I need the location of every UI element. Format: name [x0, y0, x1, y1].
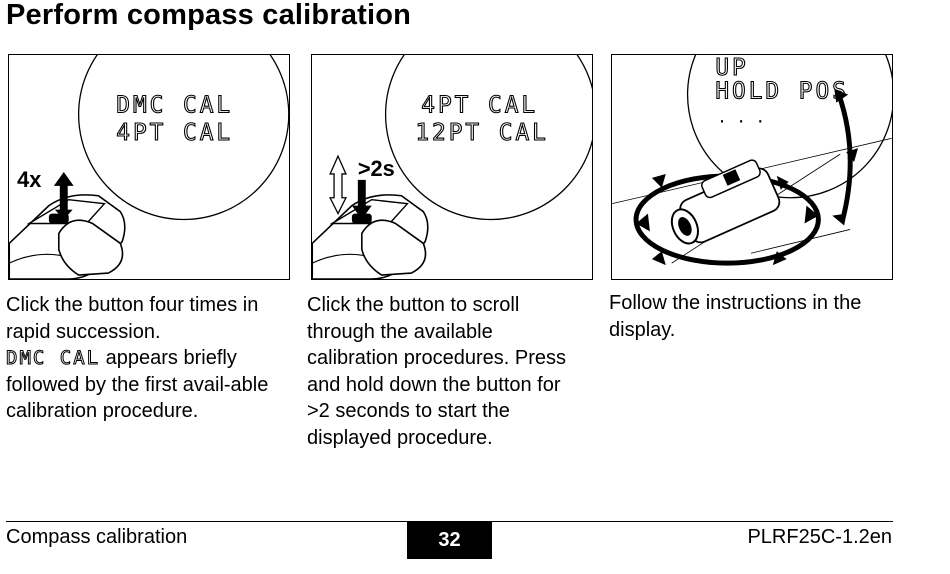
rotate-device-illustration: UP HOLD POS . . . — [612, 55, 892, 266]
step-2-illustration: 4PT CAL 12PT CAL >2s — [311, 54, 593, 280]
device-hold-2s-illustration: 4PT CAL 12PT CAL >2s — [312, 55, 592, 279]
lcd-line-2: HOLD POS — [715, 79, 849, 105]
footer-section-title: Compass calibration — [6, 526, 188, 548]
hold-duration-label: >2s — [358, 156, 395, 181]
step-2-description: Click the button to scroll through the a… — [307, 292, 577, 452]
document-id: PLRF25C-1.2en — [747, 526, 892, 548]
lcd-line-2: 12PT CAL — [415, 120, 549, 146]
step-1-text-b: DMC CAL appears briefly followed by the … — [5, 345, 292, 425]
page-title: Perform compass calibration — [6, 0, 412, 31]
lcd-line-3: . . . — [717, 107, 765, 126]
lcd-line-2: 4PT CAL — [116, 120, 233, 146]
step-1-illustration: DMC CAL 4PT CAL 4x — [8, 54, 290, 280]
step-3-illustration: UP HOLD POS . . . — [611, 54, 893, 280]
lcd-word: DMC CAL — [5, 347, 101, 370]
step-1-text-c: appears briefly followed by the first av… — [6, 347, 269, 423]
step-1-description: Click the button four times in rapid suc… — [5, 292, 292, 425]
page-number: 32 — [407, 521, 492, 559]
step-3-text: Follow the instructions in the display. — [609, 292, 862, 341]
step-1-text-a: Click the button four times in rapid suc… — [6, 294, 259, 343]
lcd-line-1: UP — [715, 55, 748, 81]
device-press-4x-illustration: DMC CAL 4PT CAL 4x — [9, 55, 289, 279]
press-count-label: 4x — [17, 167, 41, 192]
step-3-description: Follow the instructions in the display. — [609, 290, 879, 343]
lcd-line-1: DMC CAL — [116, 92, 233, 118]
lcd-line-1: 4PT CAL — [421, 92, 538, 118]
step-2-text: Click the button to scroll through the a… — [307, 294, 567, 449]
